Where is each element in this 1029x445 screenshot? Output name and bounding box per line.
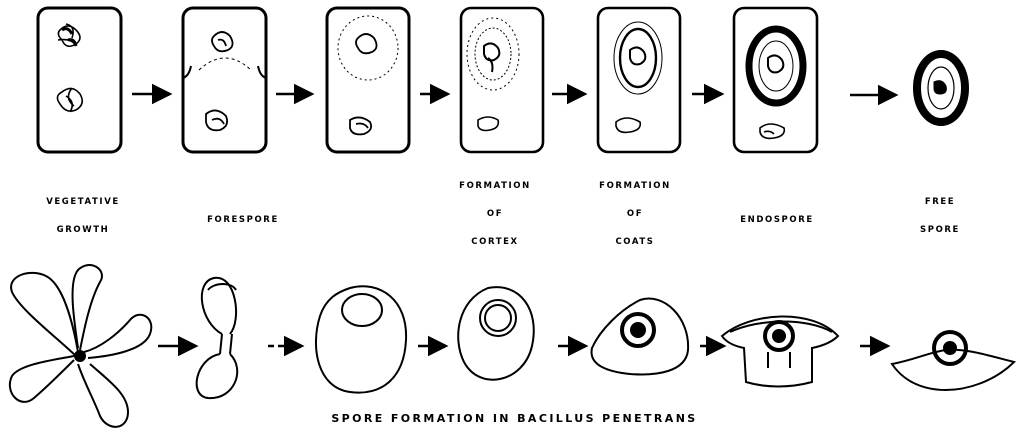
label-formation-of-coats: FORMATION OF COATS: [580, 172, 690, 256]
free-spore-sessile: [892, 332, 1014, 390]
label-line: OF: [440, 200, 550, 228]
label-line: GROWTH: [18, 216, 148, 244]
label-line: COATS: [580, 228, 690, 256]
vegetative-colony: [10, 265, 151, 427]
label-line: FORESPORE: [178, 206, 308, 234]
sporangium-2: [458, 287, 534, 380]
cell-formation-of-coats: [598, 8, 680, 152]
cell-forespore: [183, 8, 266, 152]
cell-vegetative: [38, 8, 121, 152]
free-spore: [917, 54, 965, 122]
budding-form: [197, 278, 238, 398]
label-line: FREE: [890, 188, 990, 216]
label-line: VEGETATIVE: [18, 188, 148, 216]
label-line: OF: [580, 200, 690, 228]
sporangium-3: [592, 299, 689, 375]
sporangium-4: [722, 316, 838, 386]
cell-prespore: [327, 8, 409, 152]
label-formation-of-cortex: FORMATION OF CORTEX: [440, 172, 550, 256]
label-vegetative-growth: VEGETATIVE GROWTH: [18, 188, 148, 244]
label-line: FORMATION: [580, 172, 690, 200]
figure-caption: SPORE FORMATION IN BACILLUS PENETRANS: [0, 412, 1029, 425]
cell-formation-of-cortex: [461, 8, 543, 152]
label-line: FORMATION: [440, 172, 550, 200]
label-line: CORTEX: [440, 228, 550, 256]
label-line: SPORE: [890, 216, 990, 244]
label-free-spore: FREE SPORE: [890, 188, 990, 244]
label-line: ENDOSPORE: [712, 206, 842, 234]
label-forespore: FORESPORE: [178, 206, 308, 234]
top-row-arrows: [132, 94, 896, 95]
label-endospore: ENDOSPORE: [712, 206, 842, 234]
sporangium-1: [316, 286, 406, 392]
cell-endospore: [734, 8, 817, 152]
